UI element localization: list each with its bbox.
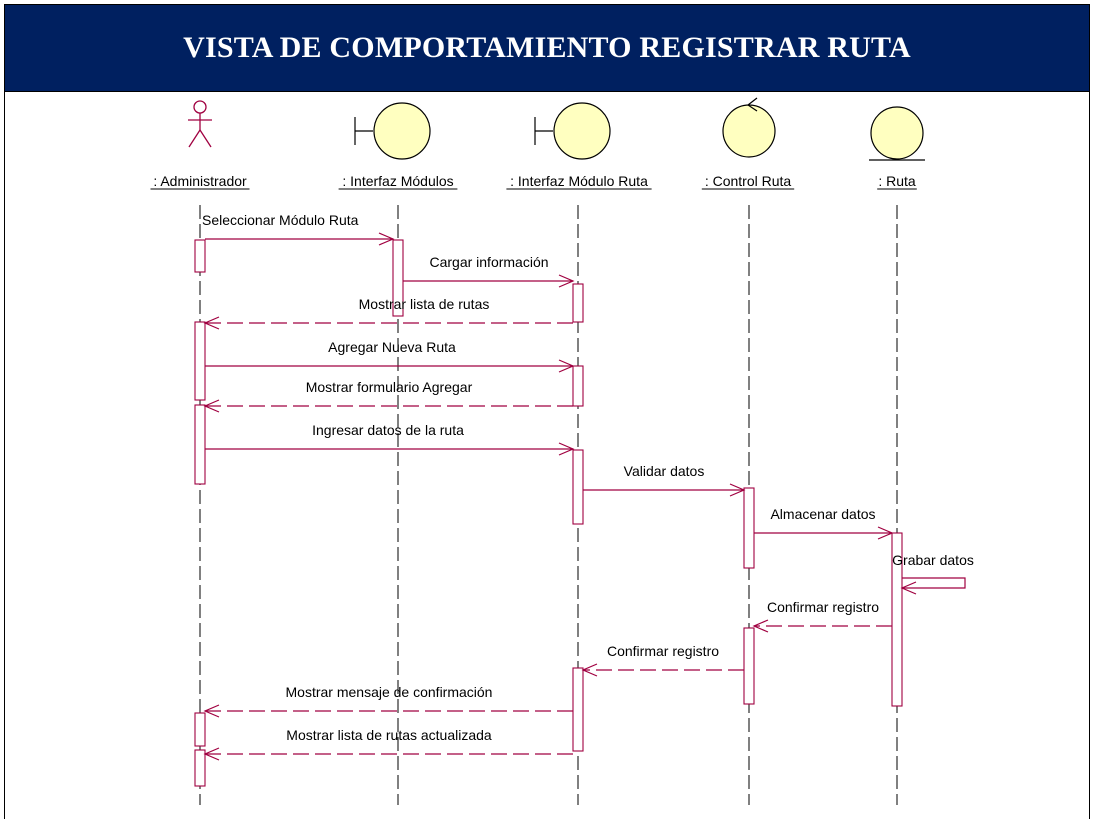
arrow-head [378,232,395,246]
arrow-head [203,704,220,718]
arrow-head [729,483,746,497]
activation-bar [194,239,206,273]
participant-label: : Interfaz Módulo Ruta [510,173,648,189]
entity-icon [869,106,925,161]
control-icon [722,97,776,158]
message-label: Agregar Nueva Ruta [328,339,456,355]
activation-bar [743,487,755,569]
message-label: Ingresar datos de la ruta [312,422,464,438]
page-title: VISTA DE COMPORTAMIENTO REGISTRAR RUTA [183,31,911,64]
arrow-head [877,526,894,540]
participant-label: : Ruta [878,173,916,189]
activation-bar [572,365,584,407]
arrow-head [752,619,769,633]
boundary-icon [534,102,611,160]
message-label: Mostrar mensaje de confirmación [286,684,493,700]
activation-bar [194,321,206,401]
message-label: Validar datos [624,463,705,479]
message-label: Confirmar registro [767,599,879,615]
title-banner: VISTA DE COMPORTAMIENTO REGISTRAR RUTA [4,4,1090,92]
participant-label: : Interfaz Módulos [342,173,453,189]
activation-bar [572,283,584,323]
message-label: Confirmar registro [607,643,719,659]
actor-icon [188,100,212,148]
activation-bar [891,532,903,707]
arrow-head [558,442,575,456]
activation-bar [392,239,404,317]
message-label: Almacenar datos [770,506,875,522]
arrow-head [203,399,220,413]
message-label: Cargar información [429,254,548,270]
arrow-head [558,274,575,288]
arrow-head [900,581,917,595]
boundary-icon [354,102,431,160]
message-label: Grabar datos [892,552,974,568]
activation-bar [194,712,206,747]
message-label: Mostrar formulario Agregar [306,379,473,395]
message-label: Mostrar lista de rutas [359,296,490,312]
message-label: Seleccionar Módulo Ruta [202,212,359,228]
arrow-head [558,359,575,373]
activation-bar [743,627,755,705]
activation-bar [194,749,206,787]
arrow-head [203,747,220,761]
message-arrow [902,577,966,589]
activation-bar [572,449,584,525]
participant-label: : Control Ruta [705,173,792,189]
activation-bar [194,404,206,485]
arrow-head [203,316,220,330]
activation-bar [572,667,584,752]
participant-label: : Administrador [153,173,247,189]
message-label: Mostrar lista de rutas actualizada [286,727,492,743]
arrow-head [581,663,598,677]
